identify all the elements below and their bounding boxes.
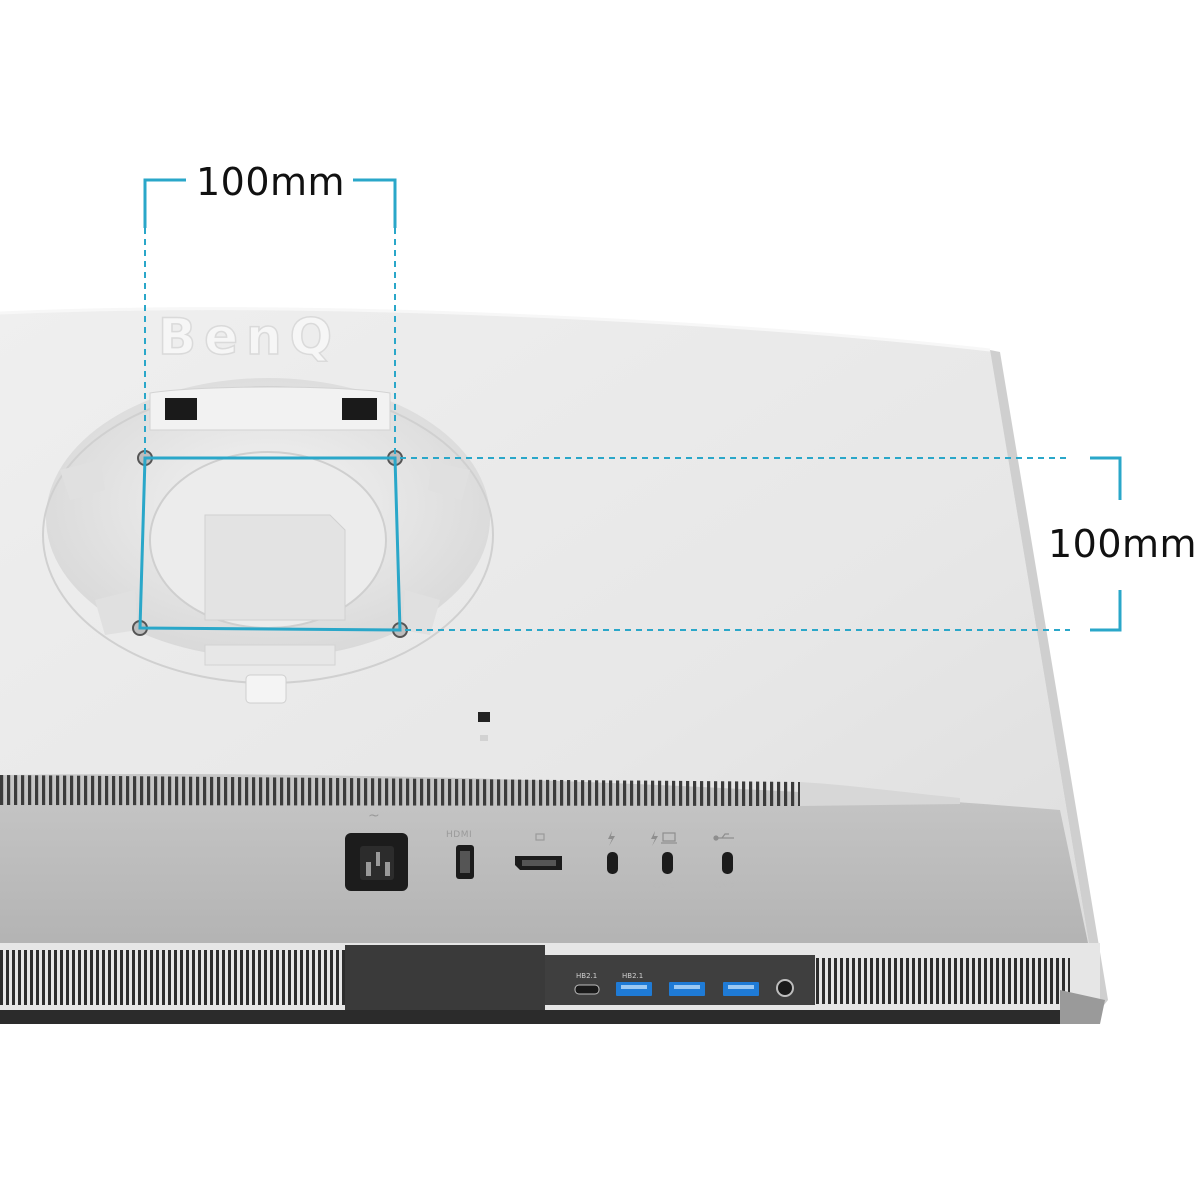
usb-c-ports <box>607 852 733 874</box>
usb-c-port-kvm2 <box>722 852 733 874</box>
security-lock-slot <box>478 712 490 722</box>
horizontal-dimension-guide <box>143 178 397 455</box>
usb-a-hub-label: HB2.1 <box>622 972 644 980</box>
displayport-port <box>515 833 562 870</box>
hdmi-label: HDMI <box>446 830 473 840</box>
thunderbolt-port-1 <box>607 852 618 874</box>
thunderbolt-icon <box>608 831 615 846</box>
latch-slot-left <box>165 398 197 420</box>
usb-icon <box>713 833 734 841</box>
power-symbol-label: ~ <box>368 808 381 824</box>
top-vent-strip <box>0 775 800 806</box>
vertical-dimension-label: 100mm <box>1048 522 1198 566</box>
latch-slot-right <box>342 398 377 420</box>
usb-c-hub-port <box>574 984 600 995</box>
thunderbolt-icon <box>651 831 658 846</box>
laptop-icon <box>662 832 676 842</box>
power-inlet <box>345 833 408 891</box>
vesa-guide-square <box>138 456 402 632</box>
bottom-usb-row <box>574 979 794 997</box>
brand-logo-emboss: BenQ <box>157 308 341 366</box>
vertical-dimension-guide <box>400 456 1122 632</box>
kvm1-label: KVM 1 <box>652 882 675 890</box>
hdmi-port <box>456 845 474 879</box>
kvm2-label: KVM 2 <box>713 882 736 890</box>
monitor-right-edge <box>990 350 1108 1010</box>
usb-c-hub-label: HB2.1 <box>576 972 598 980</box>
thunderbolt-port-kvm1 <box>662 852 673 874</box>
horizontal-dimension-label: 100mm <box>196 160 346 204</box>
audio-jack <box>776 979 794 997</box>
